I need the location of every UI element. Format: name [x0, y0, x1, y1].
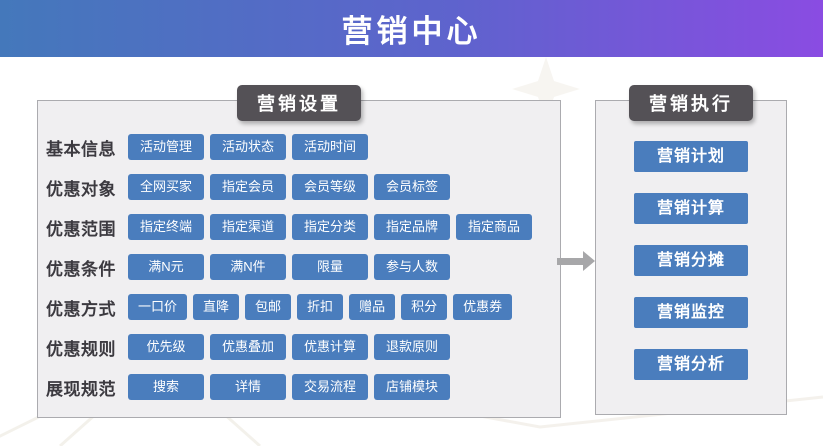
- node-button: 指定分类: [292, 214, 368, 240]
- row-discount-rules: 优惠规则 优先级 优惠叠加 优惠计算 退款原则: [46, 334, 554, 360]
- node-button: 参与人数: [374, 254, 450, 280]
- row-discount-method: 优惠方式 一口价 直降 包邮 折扣 赠品 积分 优惠券: [46, 294, 554, 320]
- exec-node-button: 营销计划: [634, 141, 748, 172]
- marketing-execution-panel: 营销执行 营销计划 营销计算 营销分摊 营销监控 营销分析: [595, 85, 787, 415]
- node-button: 优惠券: [453, 294, 513, 320]
- row-basic-info: 基本信息 活动管理 活动状态 活动时间: [46, 134, 554, 160]
- node-button: 指定商品: [456, 214, 532, 240]
- node-button: 满N元: [128, 254, 204, 280]
- node-button: 店铺模块: [374, 374, 450, 400]
- settings-rows: 基本信息 活动管理 活动状态 活动时间 优惠对象 全网买家 指定会员 会员等级 …: [46, 134, 554, 400]
- node-button: 限量: [292, 254, 368, 280]
- node-button: 退款原则: [374, 334, 450, 360]
- page-title: 营销中心: [341, 14, 482, 49]
- node-button: 搜索: [128, 374, 204, 400]
- exec-node-button: 营销分摊: [634, 245, 748, 276]
- marketing-execution-tab: 营销执行: [629, 85, 753, 121]
- node-button: 会员标签: [374, 174, 450, 200]
- node-button: 会员等级: [292, 174, 368, 200]
- node-button: 指定会员: [210, 174, 286, 200]
- row-label: 展现规范: [46, 379, 116, 399]
- node-button: 详情: [210, 374, 286, 400]
- node-button: 优先级: [128, 334, 204, 360]
- node-button: 优惠计算: [292, 334, 368, 360]
- row-display-spec: 展现规范 搜索 详情 交易流程 店铺模块: [46, 374, 554, 400]
- node-button: 包邮: [245, 294, 292, 320]
- row-discount-target: 优惠对象 全网买家 指定会员 会员等级 会员标签: [46, 174, 554, 200]
- node-button: 积分: [401, 294, 448, 320]
- row-discount-condition: 优惠条件 满N元 满N件 限量 参与人数: [46, 254, 554, 280]
- node-button: 全网买家: [128, 174, 204, 200]
- node-button: 指定渠道: [210, 214, 286, 240]
- exec-node-button: 营销监控: [634, 297, 748, 328]
- node-button: 优惠叠加: [210, 334, 286, 360]
- node-button: 指定品牌: [374, 214, 450, 240]
- node-button: 指定终端: [128, 214, 204, 240]
- node-button: 赠品: [349, 294, 396, 320]
- row-label: 优惠范围: [46, 219, 116, 239]
- flow-arrow-icon: [557, 251, 595, 272]
- node-button: 交易流程: [292, 374, 368, 400]
- node-button: 活动管理: [128, 134, 204, 160]
- execution-list: 营销计划 营销计算 营销分摊 营销监控 营销分析: [596, 101, 786, 380]
- node-button: 一口价: [128, 294, 188, 320]
- row-label: 优惠条件: [46, 259, 116, 279]
- exec-node-button: 营销分析: [634, 349, 748, 380]
- row-discount-scope: 优惠范围 指定终端 指定渠道 指定分类 指定品牌 指定商品: [46, 214, 554, 240]
- node-button: 折扣: [297, 294, 344, 320]
- row-label: 优惠规则: [46, 339, 116, 359]
- exec-node-button: 营销计算: [634, 193, 748, 224]
- row-label: 优惠方式: [46, 299, 116, 319]
- header-banner: 营销中心: [0, 0, 823, 57]
- node-button: 活动时间: [292, 134, 368, 160]
- node-button: 活动状态: [210, 134, 286, 160]
- marketing-settings-tab: 营销设置: [237, 85, 361, 121]
- node-button: 满N件: [210, 254, 286, 280]
- row-label: 基本信息: [46, 139, 116, 159]
- node-button: 直降: [193, 294, 240, 320]
- marketing-settings-panel: 营销设置 基本信息 活动管理 活动状态 活动时间 优惠对象 全网买家 指定会员 …: [37, 85, 561, 418]
- row-label: 优惠对象: [46, 179, 116, 199]
